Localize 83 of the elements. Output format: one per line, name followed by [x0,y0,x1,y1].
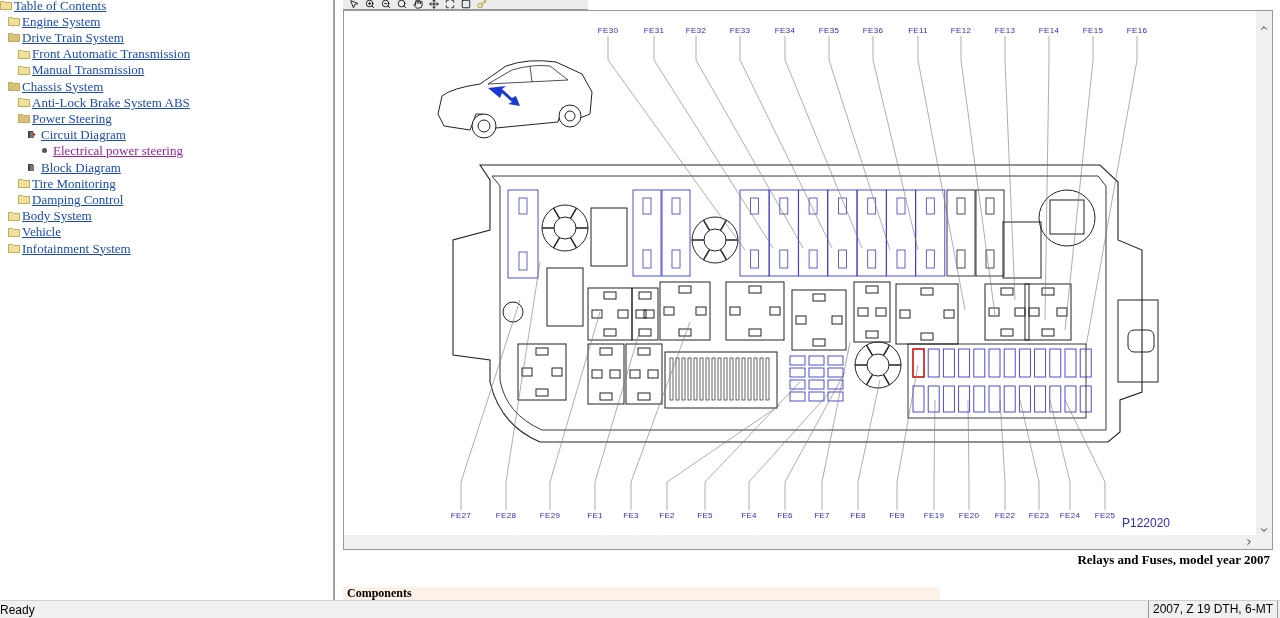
fuse-label: FE34 [774,26,796,35]
leader-line [460,299,521,511]
leader-line [666,404,781,511]
leader-line [1064,399,1106,511]
tree-link: Engine System [22,13,101,29]
fuse-label: FE5 [697,511,713,520]
fuse-label: FE33 [729,26,751,35]
tree-link: Electrical power steering [53,143,183,159]
tree-link: Anti-Lock Brake System ABS [32,94,190,110]
fuse-label: FE7 [814,511,830,520]
tree-link: Body System [22,208,92,224]
leader-line [872,35,919,251]
leader-line [896,364,919,511]
fuse-label: FE4 [741,511,757,520]
fuse-label: FE22 [994,511,1016,520]
leader-line [857,379,881,511]
fuse-label: FE13 [994,26,1016,35]
fuse-label: FE28 [495,511,517,520]
leader-line [828,35,891,251]
fuse-label: FE12 [950,26,972,35]
tree-link: Tire Monitoring [32,175,116,191]
fuse-label: FE16 [1126,26,1148,35]
leader-line [653,35,774,249]
leader-line [748,391,831,511]
fuse-label: FE8 [850,511,866,520]
fuse-label: FE2 [659,511,675,520]
fuse-label: FE6 [777,511,793,520]
tree-link: Drive Train System [22,29,124,45]
leader-line [594,329,641,511]
leader-line [917,35,966,311]
tree-link: Chassis System [22,78,104,94]
fuse-label: FE20 [958,511,980,520]
leader-line [1044,35,1050,321]
leader-line [607,35,746,251]
fuse-label: FE29 [539,511,561,520]
tree-link: Manual Transmission [32,62,145,78]
tree-link: Power Steering [32,110,112,126]
fuse-label: FE3 [623,511,639,520]
fuse-label: FE14 [1038,26,1060,35]
fuse-label: FE35 [818,26,840,35]
tree-link: Block Diagram [41,159,121,175]
fuse-label: FE1 [587,511,603,520]
leader-line [999,399,1006,511]
tree-link: Vehicle [22,224,61,240]
leader-line [1004,35,1016,301]
leader-line [505,261,541,511]
status-field: 2007, Z 19 DTH, 6-MT [1147,601,1278,618]
tree-link: Circuit Diagram [41,127,126,143]
leader-line [739,35,833,249]
fuse-label: FE11 [908,26,928,35]
leader-line [704,381,801,511]
leader-line [784,35,863,249]
tree-link: Infotainment System [22,240,131,256]
leader-line [1049,399,1071,511]
fuse-label: FE32 [685,26,707,35]
leader-line [933,399,936,511]
leader-line [967,399,970,511]
fuse-label: FE30 [597,26,619,35]
leader-line [821,341,851,511]
leader-line [784,371,846,511]
leader-line [630,321,691,511]
drawing-number: P122020 [1122,516,1171,530]
fuse-label: FE15 [1082,26,1104,35]
fuse-label: FE19 [923,511,945,520]
fuse-label: FE25 [1094,511,1116,520]
tree-link: Front Automatic Transmission [32,46,191,62]
fuse-label: FE36 [862,26,884,35]
fuse-label: FE31 [643,26,665,35]
leader-line [1064,35,1094,331]
leader-line [1084,35,1138,353]
fuse-label: FE27 [450,511,472,520]
tree-link: Table of Contents [14,0,107,13]
fuse-label: FE24 [1059,511,1081,520]
leader-line [1019,399,1040,511]
section-heading: Components [347,587,412,600]
tree-link: Damping Control [32,191,124,207]
leader-line [960,35,996,316]
status-text: Ready [0,603,35,617]
leader-line [549,311,601,511]
fuse-label: FE9 [889,511,905,520]
fuse-label: FE23 [1028,511,1050,520]
caption: Relays and Fuses, model year 2007 [1077,552,1270,567]
leader-line [695,35,804,249]
